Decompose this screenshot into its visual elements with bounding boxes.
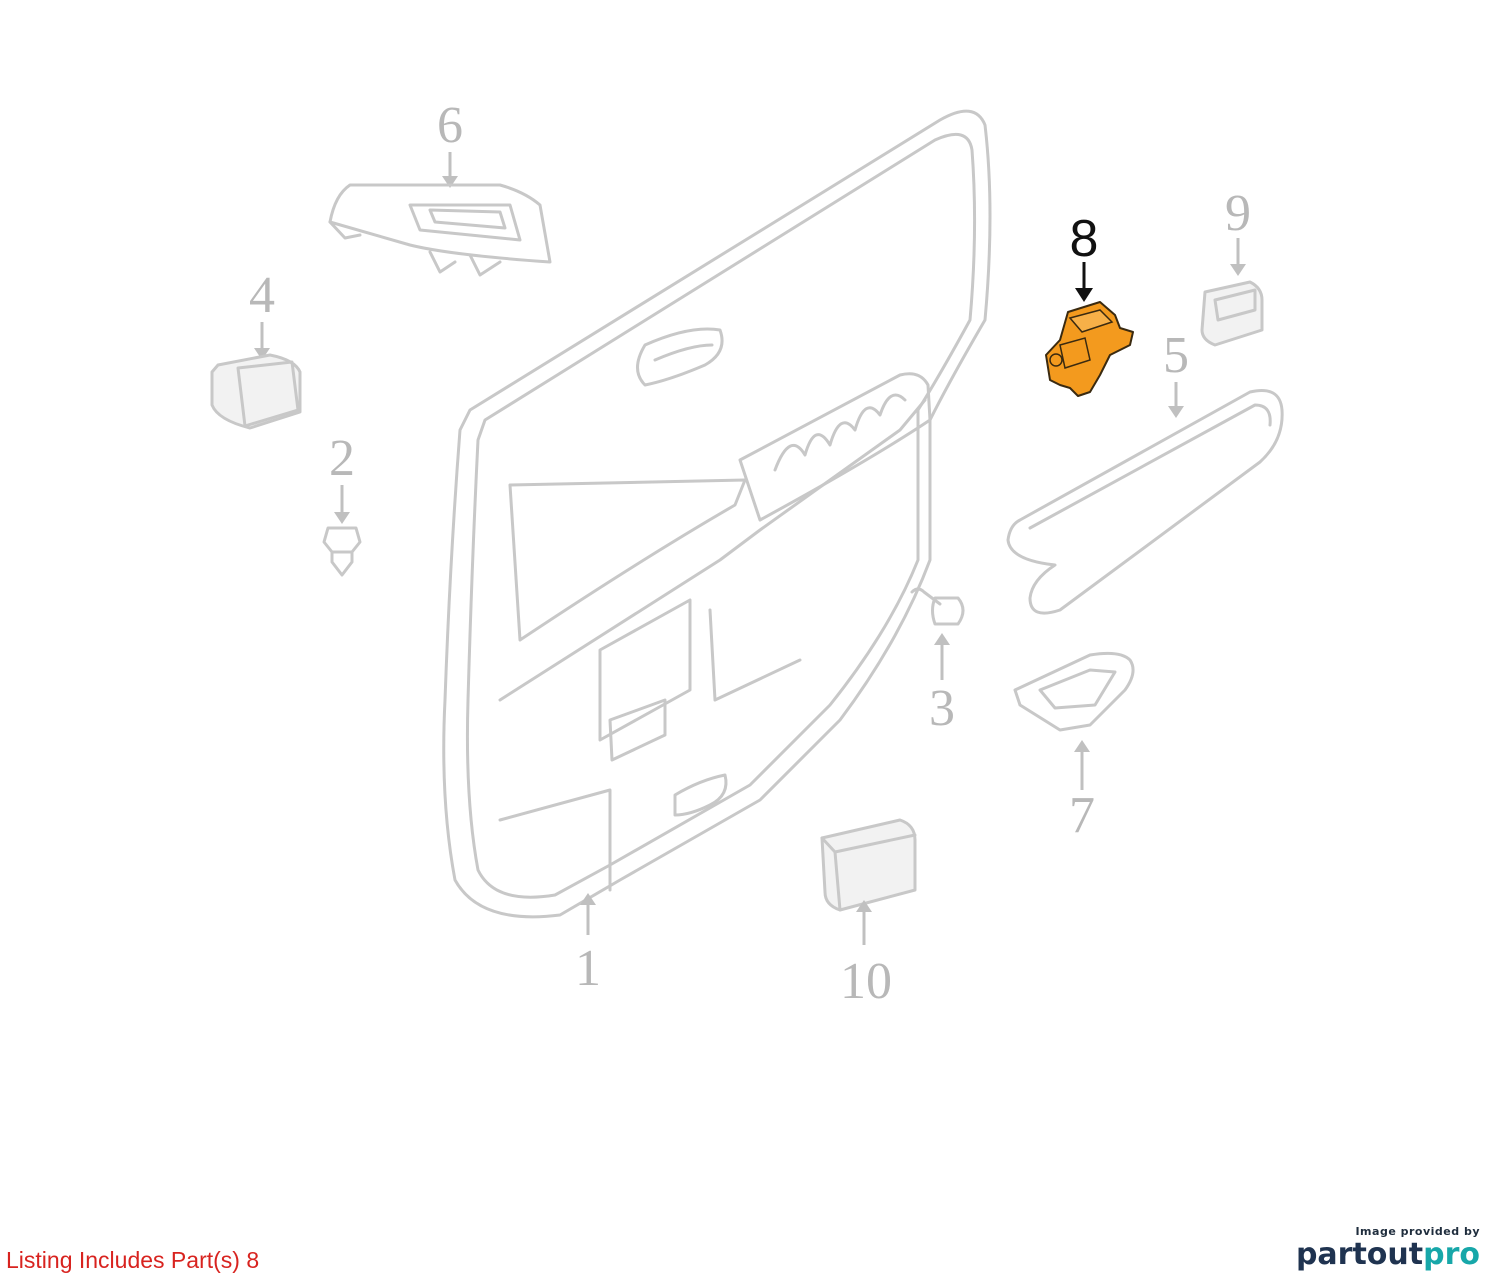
callout-3: 3 [929, 680, 955, 737]
part-5-armrest: 5 [1006, 327, 1284, 615]
callout-4: 4 [249, 267, 275, 324]
callout-7: 7 [1069, 787, 1095, 844]
part-7-bezel: 7 [1013, 651, 1135, 844]
highlighted-part-shape [1045, 301, 1134, 397]
callout-9: 9 [1225, 185, 1251, 242]
partoutpro-logo[interactable]: partoutpro [1295, 1237, 1480, 1272]
part-8-window-switch: 8 [1045, 210, 1134, 397]
part-1-door-panel: 1 [442, 109, 992, 997]
callout-5: 5 [1163, 327, 1189, 384]
callout-1: 1 [575, 940, 601, 997]
part-6-handle-trim: 6 [328, 97, 552, 277]
brand-block: Image provided by partoutpro [1296, 1225, 1480, 1270]
part-3-screw: 3 [910, 587, 965, 737]
part-2-clip: 2 [322, 430, 362, 577]
part-10-button: 10 [820, 818, 917, 1010]
callout-10: 10 [840, 953, 892, 1010]
image-credit: Image provided by [1355, 1225, 1480, 1238]
part-4-cap: 4 [210, 267, 302, 430]
listing-note: Listing Includes Part(s) 8 [6, 1247, 260, 1273]
callout-6: 6 [437, 97, 463, 154]
callout-8: 8 [1070, 210, 1099, 268]
part-9-switch: 9 [1200, 185, 1264, 347]
callout-2: 2 [329, 430, 355, 487]
